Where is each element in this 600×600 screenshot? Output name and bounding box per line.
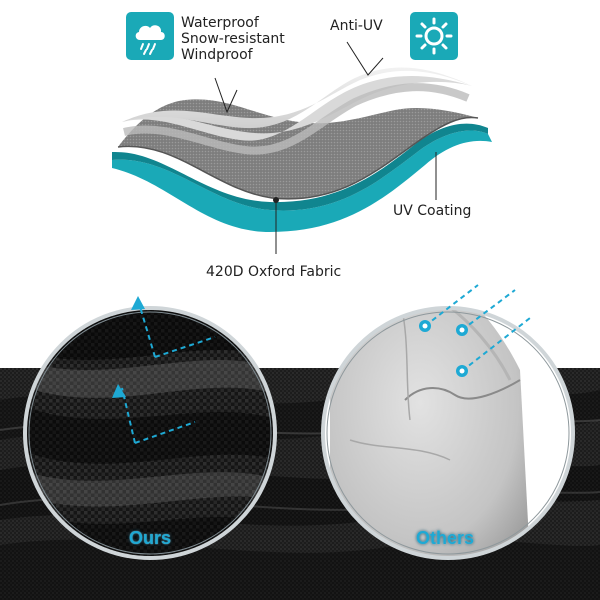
label-anti-uv: Anti-UV [330, 18, 383, 34]
feature-waterproof: Waterproof [181, 15, 259, 31]
feature-snow-resistant: Snow-resistant [181, 31, 285, 47]
label-ours: Ours [129, 528, 172, 548]
label-uv-coating: UV Coating [393, 203, 472, 219]
feature-windproof: Windproof [181, 47, 253, 63]
fabric-layers-diagram [112, 41, 492, 254]
rain-cloud-icon [126, 12, 174, 60]
sun-icon [410, 12, 458, 60]
label-fabric: 420D Oxford Fabric [206, 264, 342, 280]
others-zoom-circle [323, 308, 573, 558]
label-others: Others [416, 528, 475, 548]
